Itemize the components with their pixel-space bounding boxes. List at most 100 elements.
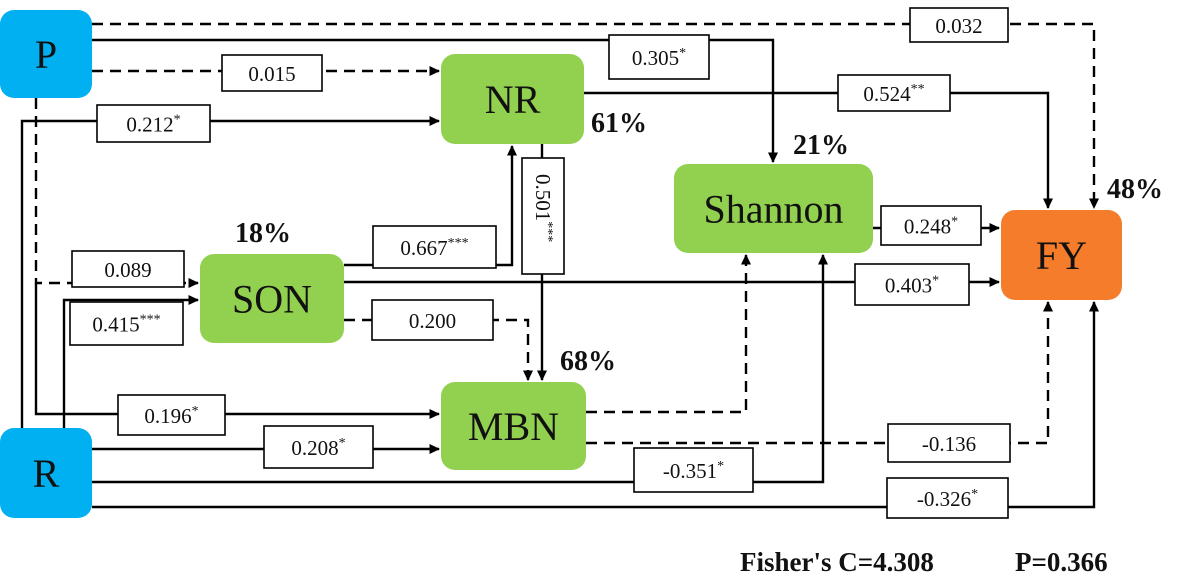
coefficient-son-fy: 0.403*: [854, 263, 970, 306]
nr-variance-explained: 61%: [591, 108, 647, 139]
coefficient-nr-mbn-box: [521, 157, 565, 275]
coefficient-r-mbn: 0.208*: [263, 425, 374, 469]
path-r-fy-line: [92, 301, 1099, 509]
coefficient-son-mbn-value: 0.200: [409, 309, 456, 333]
node-mbn: MBN: [441, 382, 586, 470]
coefficient-r-son: 0.415***: [69, 301, 184, 346]
coefficient-nr-mbn: 0.501***: [521, 157, 565, 275]
coefficient-mbn-fy: -0.136: [887, 423, 1011, 463]
node-shannon-label: Shannon: [704, 187, 844, 232]
coefficient-r-fy-value: -0.326*: [917, 487, 978, 511]
fisher-c-statistic: Fisher's C=4.308: [740, 547, 934, 577]
node-nr-label: NR: [485, 77, 541, 122]
path-r-nr-line: [20, 116, 440, 428]
p-value: P=0.366: [1015, 547, 1108, 577]
coefficient-son-mbn: 0.200: [371, 299, 494, 341]
node-shannon: Shannon: [674, 164, 873, 253]
node-p: P: [0, 10, 92, 98]
coefficient-p-shannon-value: 0.305*: [632, 46, 686, 70]
coefficient-mbn-fy-box: [887, 423, 1011, 463]
labels-layer: 0.032 0.305* 0.015 0.212* 0.524** 0.501*** 0.6…: [69, 7, 1011, 519]
path-r-shannon-line: [92, 254, 828, 484]
coefficient-p-mbn-box: [117, 394, 226, 436]
path-r-fy: [92, 301, 1099, 509]
node-r-label: R: [33, 451, 60, 496]
node-nr: NR: [441, 54, 584, 144]
coefficient-son-fy-box: [854, 263, 970, 306]
coefficient-r-fy: -0.326*: [886, 477, 1009, 519]
path-mbn-shannon: [586, 254, 751, 414]
path-r-son-line: [62, 295, 199, 428]
node-son: SON: [200, 254, 344, 343]
coefficient-r-son-box: [69, 301, 184, 346]
coefficient-r-mbn-value: 0.208*: [291, 436, 345, 460]
coefficient-nr-fy: 0.524**: [837, 74, 951, 112]
coefficient-r-shannon-box: [633, 447, 754, 493]
coefficient-r-nr-value: 0.212*: [126, 113, 180, 137]
coefficient-p-mbn-value: 0.196*: [144, 404, 198, 428]
path-r-shannon: [92, 254, 828, 484]
path-p-fy-line: [92, 22, 1099, 209]
coefficient-son-nr: 0.667***: [372, 225, 497, 269]
coefficient-p-son-box: [71, 250, 185, 288]
node-mbn-label: MBN: [468, 404, 559, 449]
coefficient-p-shannon: 0.305*: [608, 34, 710, 80]
path-mbn-fy: [586, 301, 1053, 445]
coefficient-mbn-fy-value: -0.136: [922, 432, 976, 456]
path-nr-fy: [584, 91, 1053, 209]
node-fy-box: [1001, 210, 1122, 300]
node-p-label: P: [35, 32, 57, 77]
coefficient-p-nr-box: [221, 54, 323, 92]
coefficient-son-mbn-box: [371, 299, 494, 341]
coefficient-r-son-value: 0.415***: [92, 313, 160, 337]
node-son-label: SON: [232, 277, 312, 322]
coefficient-shannon-fy: 0.248*: [880, 205, 982, 246]
node-r-box: [0, 428, 92, 518]
shannon-variance-explained: 21%: [793, 130, 849, 161]
fy-variance-explained: 48%: [1107, 174, 1163, 205]
node-fy-label: FY: [1036, 233, 1087, 278]
path-r-nr: [20, 116, 440, 428]
coefficient-r-mbn-box: [263, 425, 374, 469]
coefficient-nr-fy-value: 0.524**: [863, 82, 924, 106]
node-nr-box: [441, 54, 584, 144]
coefficient-p-fy-value: 0.032: [935, 14, 982, 38]
coefficient-shannon-fy-box: [880, 205, 982, 246]
coefficient-r-nr-box: [96, 104, 211, 143]
node-fy: FY: [1001, 210, 1122, 300]
coefficient-p-nr: 0.015: [221, 54, 323, 92]
coefficient-shannon-fy-value: 0.248*: [904, 215, 958, 239]
path-p-shannon-line: [92, 38, 778, 163]
path-nr-fy-line: [584, 91, 1053, 209]
coefficient-son-nr-value: 0.667***: [400, 236, 468, 260]
node-mbn-box: [441, 382, 586, 470]
coefficient-p-son: 0.089: [71, 250, 185, 288]
coefficient-p-fy-box: [909, 7, 1009, 43]
coefficient-p-shannon-box: [608, 34, 710, 80]
son-variance-explained: 18%: [235, 218, 291, 249]
path-p-fy: [92, 22, 1099, 209]
mbn-variance-explained: 68%: [560, 346, 616, 377]
path-p-mbn: [34, 283, 440, 419]
path-mbn-fy-line: [586, 301, 1053, 445]
coefficient-p-son-value: 0.089: [104, 258, 151, 282]
coefficient-son-nr-box: [372, 225, 497, 269]
node-son-box: [200, 254, 344, 343]
coefficient-r-nr: 0.212*: [96, 104, 211, 143]
coefficient-r-fy-box: [886, 477, 1009, 519]
path-p-mbn-line: [34, 283, 440, 419]
path-p-shannon: [92, 38, 778, 163]
coefficient-nr-mbn-value: 0.501***: [531, 174, 555, 242]
coefficient-r-shannon: -0.351*: [633, 447, 754, 493]
coefficient-p-mbn: 0.196*: [117, 394, 226, 436]
path-mbn-shannon-line: [586, 254, 751, 414]
node-r: R: [0, 428, 92, 518]
node-p-box: [0, 10, 92, 98]
coefficient-p-fy: 0.032: [909, 7, 1009, 43]
path-r-son: [62, 295, 199, 428]
coefficient-r-shannon-value: -0.351*: [663, 459, 724, 483]
coefficient-p-nr-value: 0.015: [248, 62, 295, 86]
node-shannon-box: [674, 164, 873, 253]
coefficient-nr-fy-box: [837, 74, 951, 112]
